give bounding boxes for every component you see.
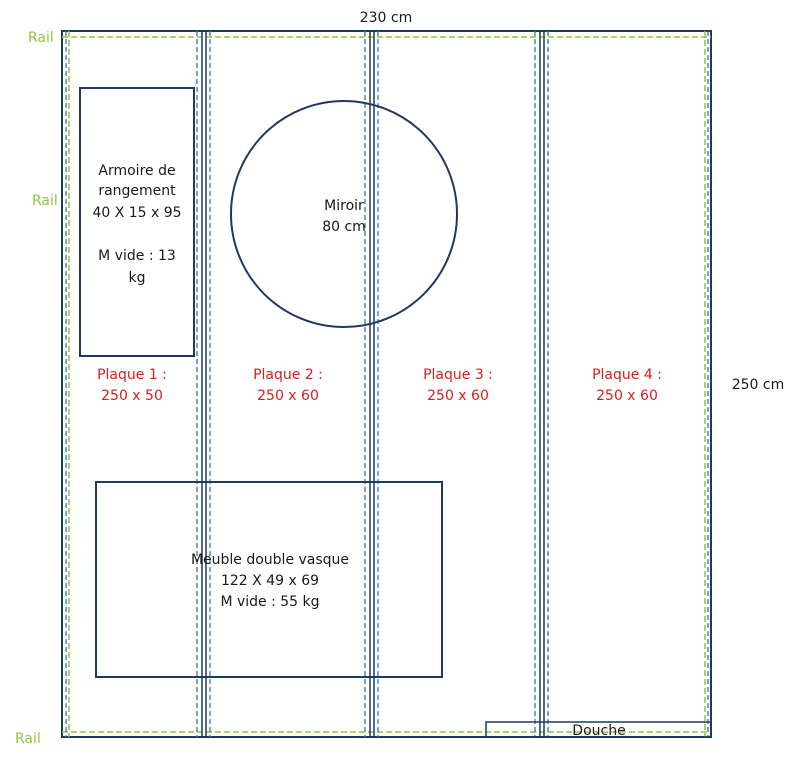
seam-1 [196, 31, 211, 737]
rail-label-bottom: Rail [15, 731, 41, 747]
seam-3 [534, 31, 549, 737]
seam-2 [364, 31, 379, 737]
armoire-box [79, 87, 195, 357]
plaque-1-name: Plaque 1 : [97, 367, 167, 383]
plaque-2-size: 250 x 60 [257, 388, 319, 404]
plaque-3-size: 250 x 60 [427, 388, 489, 404]
meuble-box [95, 481, 443, 678]
plaque-2-name: Plaque 2 : [253, 367, 323, 383]
armoire-line-2: rangement [98, 183, 176, 199]
plaque-4-size: 250 x 60 [596, 388, 658, 404]
armoire-line-3: 40 X 15 x 95 [92, 205, 181, 221]
rail-label-top: Rail [28, 30, 54, 46]
meuble-line-1: Meuble double vasque [191, 552, 349, 568]
rail-label-middle: Rail [32, 193, 58, 209]
armoire-line-5: kg [129, 270, 146, 286]
meuble-line-3: M vide : 55 kg [220, 594, 319, 610]
miroir-line-2: 80 cm [322, 219, 366, 235]
plaque-4-name: Plaque 4 : [592, 367, 662, 383]
plaque-1-size: 250 x 50 [101, 388, 163, 404]
miroir-line-1: Miroir [324, 198, 364, 214]
miroir-circle [230, 100, 458, 328]
plaque-3-name: Plaque 3 : [423, 367, 493, 383]
meuble-line-2: 122 X 49 x 69 [221, 573, 319, 589]
douche-label: Douche [572, 723, 625, 739]
wall-outline [61, 30, 712, 738]
height-label: 250 cm [732, 377, 785, 393]
width-label: 230 cm [360, 10, 413, 26]
armoire-line-4: M vide : 13 [98, 248, 176, 264]
douche-box [485, 721, 712, 738]
armoire-line-1: Armoire de [98, 163, 175, 179]
